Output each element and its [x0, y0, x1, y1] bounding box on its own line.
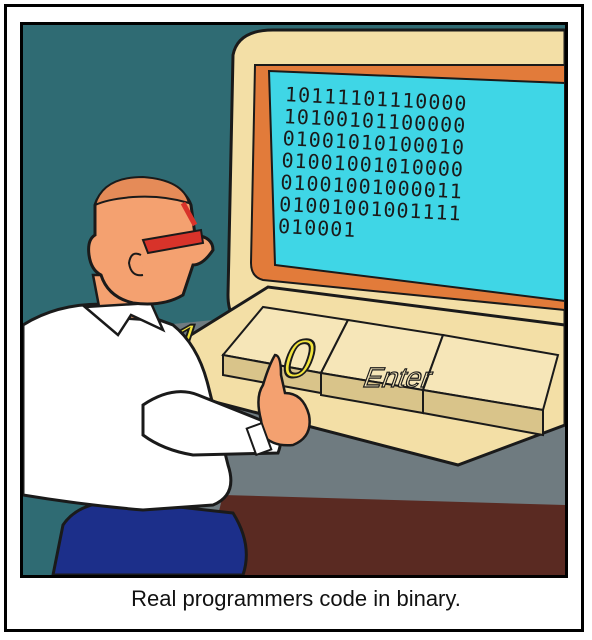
- key-enter[interactable]: Enter: [358, 333, 560, 437]
- comic-illustration: 10111101110000 10100101100000 0100101010…: [23, 25, 565, 575]
- glasses-arm: [180, 201, 198, 227]
- binary-code: 10111101110000 10100101100000 0100101010…: [278, 82, 468, 242]
- chair: [51, 499, 248, 575]
- floor-area: [203, 495, 565, 575]
- glasses-icon: [141, 228, 205, 255]
- key-enter-label: Enter: [359, 363, 438, 394]
- programmer-hand: [257, 353, 311, 447]
- binary-line-7: 010001: [278, 214, 357, 242]
- programmer-hair: [93, 175, 191, 207]
- programmer-ear: [127, 252, 144, 277]
- monitor-screen: [267, 69, 565, 303]
- programmer-shirt: [23, 302, 233, 512]
- comic-caption: Real programmers code in binary.: [131, 586, 461, 611]
- comic-panel: 10111101110000 10100101100000 0100101010…: [20, 22, 568, 578]
- shirt-cuff: [245, 421, 273, 457]
